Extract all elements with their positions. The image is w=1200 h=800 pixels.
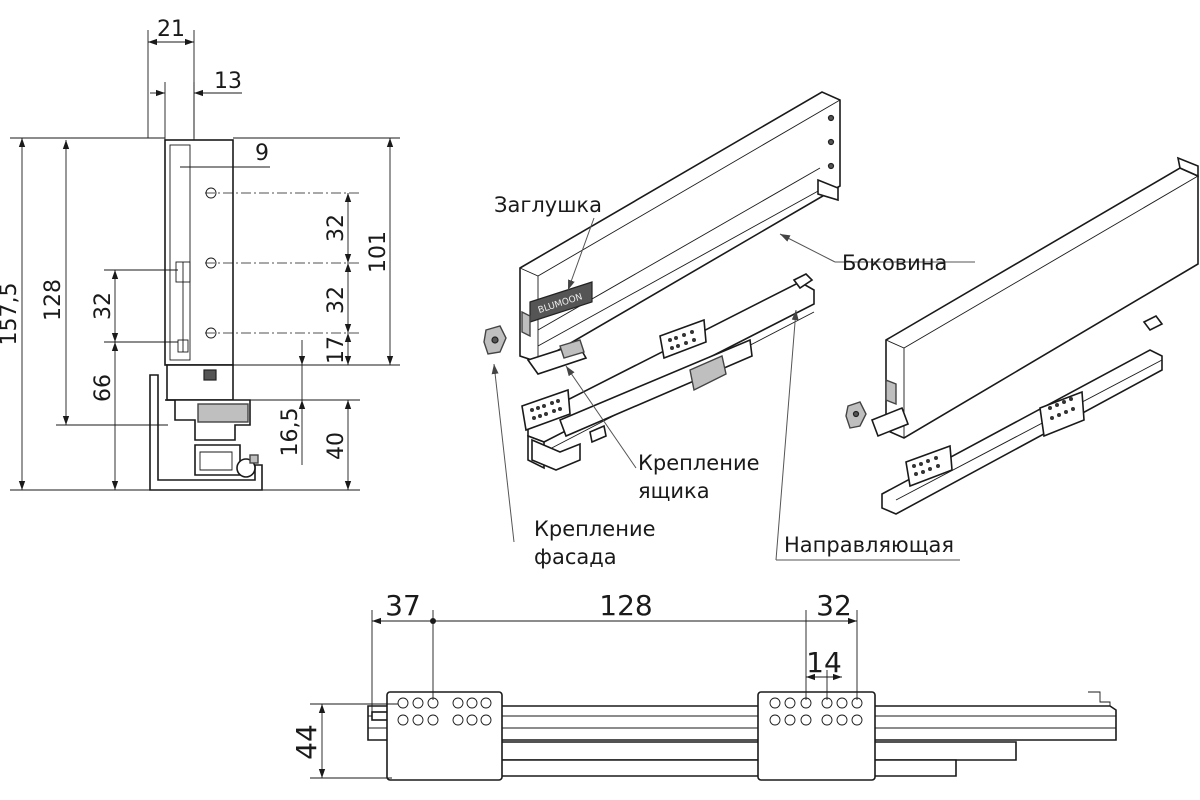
dim-bottom-chain: 37 128 32 14 44 bbox=[290, 589, 858, 779]
dim-label-128: 128 bbox=[41, 279, 66, 321]
bottom-rail-view: 37 128 32 14 44 bbox=[290, 589, 1117, 781]
dim-total-height: 157,5 bbox=[0, 137, 165, 491]
callout-cap: Заглушка bbox=[494, 193, 602, 217]
dim-label-32-upper: 32 bbox=[324, 214, 349, 242]
callout-front-mount-line1: Крепление bbox=[534, 517, 656, 541]
callout-guide: Направляющая bbox=[784, 533, 954, 557]
dim-lower-pitch: 32 bbox=[91, 269, 178, 343]
dim-label-44: 44 bbox=[290, 724, 323, 760]
dim-width-outer: 21 bbox=[147, 17, 195, 138]
dim-label-40: 40 bbox=[324, 432, 349, 460]
dim-label-9: 9 bbox=[255, 141, 269, 166]
front-mount-clip bbox=[483, 325, 507, 355]
dim-label-21: 21 bbox=[157, 17, 185, 42]
side-profile-view: 21 13 9 157,5 128 bbox=[0, 17, 400, 491]
callout-side-panel: Боковина bbox=[842, 251, 947, 275]
profile-outline bbox=[149, 139, 263, 491]
dim-label-66: 66 bbox=[91, 374, 116, 402]
left-bracket bbox=[386, 691, 503, 781]
guide-rail bbox=[521, 273, 815, 471]
dim-lower-height: 66 bbox=[91, 342, 119, 490]
dim-label-14: 14 bbox=[806, 646, 842, 679]
dim-label-13: 13 bbox=[214, 69, 242, 94]
dim-label-16-5: 16,5 bbox=[278, 408, 303, 457]
exploded-view: BLUMOON bbox=[483, 91, 1199, 569]
right-bracket bbox=[757, 691, 876, 781]
dim-label-32-lower: 32 bbox=[324, 286, 349, 314]
dim-label-17: 17 bbox=[324, 336, 349, 364]
dim-right-chain: 32 32 17 40 16,5 101 bbox=[205, 137, 400, 491]
dim-hole-offset: 9 bbox=[180, 141, 270, 168]
callout-leaders bbox=[491, 217, 975, 561]
callout-drawer-mount-line1: Крепление bbox=[638, 451, 760, 475]
dim-label-128-bottom: 128 bbox=[599, 589, 652, 622]
assembled-drawer bbox=[845, 156, 1199, 515]
dim-label-32-left: 32 bbox=[91, 292, 116, 320]
dim-label-101: 101 bbox=[366, 231, 391, 273]
callout-front-mount-line2: фасада bbox=[534, 545, 617, 569]
dim-label-37: 37 bbox=[385, 589, 421, 622]
dim-width-inner: 13 bbox=[150, 69, 242, 140]
dim-label-157-5: 157,5 bbox=[0, 283, 22, 346]
side-panel: BLUMOON bbox=[519, 91, 841, 375]
callout-drawer-mount-line2: ящика bbox=[638, 479, 710, 503]
dim-label-32-bottom: 32 bbox=[816, 589, 852, 622]
